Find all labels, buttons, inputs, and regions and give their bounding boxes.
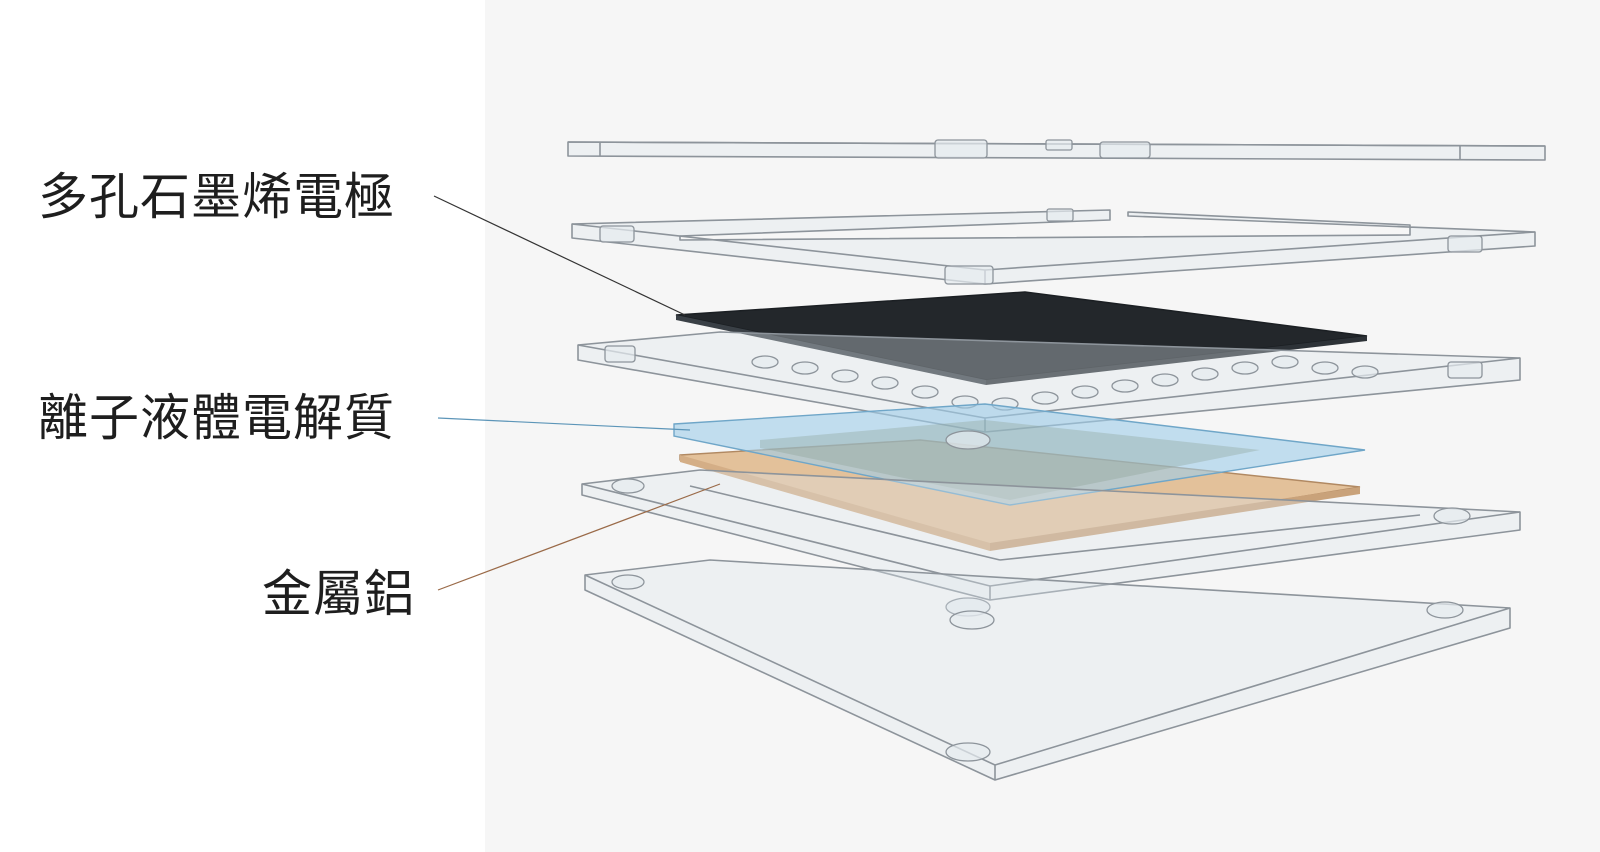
frame-spacer — [571, 208, 1536, 285]
leader-line-graphene — [433, 195, 686, 316]
label-aluminum-metal: 金屬鋁 — [262, 565, 415, 623]
pillar-array — [751, 355, 1379, 411]
top-cover-plate — [567, 139, 1546, 161]
lower-frame-plate — [581, 469, 1521, 617]
leader-line-electrolyte — [437, 417, 691, 431]
pillar-plate — [577, 331, 1521, 433]
leader-line-aluminum — [437, 483, 721, 591]
base-plate — [584, 559, 1511, 781]
label-ionic-liquid-electrolyte: 離子液體電解質 — [38, 389, 395, 447]
label-graphene-electrode: 多孔石墨烯電極 — [38, 168, 395, 226]
electrolyte-sheet — [673, 403, 1366, 506]
